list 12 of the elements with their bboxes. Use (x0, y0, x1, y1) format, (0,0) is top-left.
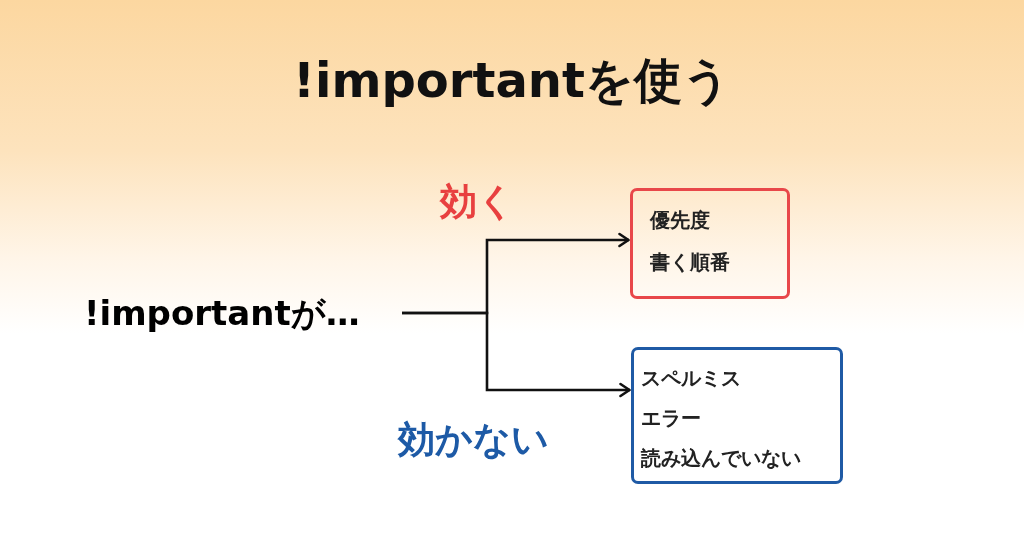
item-text: 書く順番 (650, 250, 730, 274)
outcome-box (631, 347, 843, 484)
source-text: !importantが… (84, 288, 402, 338)
edge-label: 効かない (398, 418, 549, 462)
outcome-box (630, 188, 790, 299)
item-text: 読み込んでいない (641, 446, 801, 470)
title: !importantを使う (293, 52, 731, 108)
item-text: 優先度 (650, 208, 710, 232)
edge-label: 効く (440, 180, 515, 224)
item-text: スペルミス (641, 366, 741, 390)
item-text: エラー (641, 406, 701, 430)
arrow (402, 311, 631, 398)
